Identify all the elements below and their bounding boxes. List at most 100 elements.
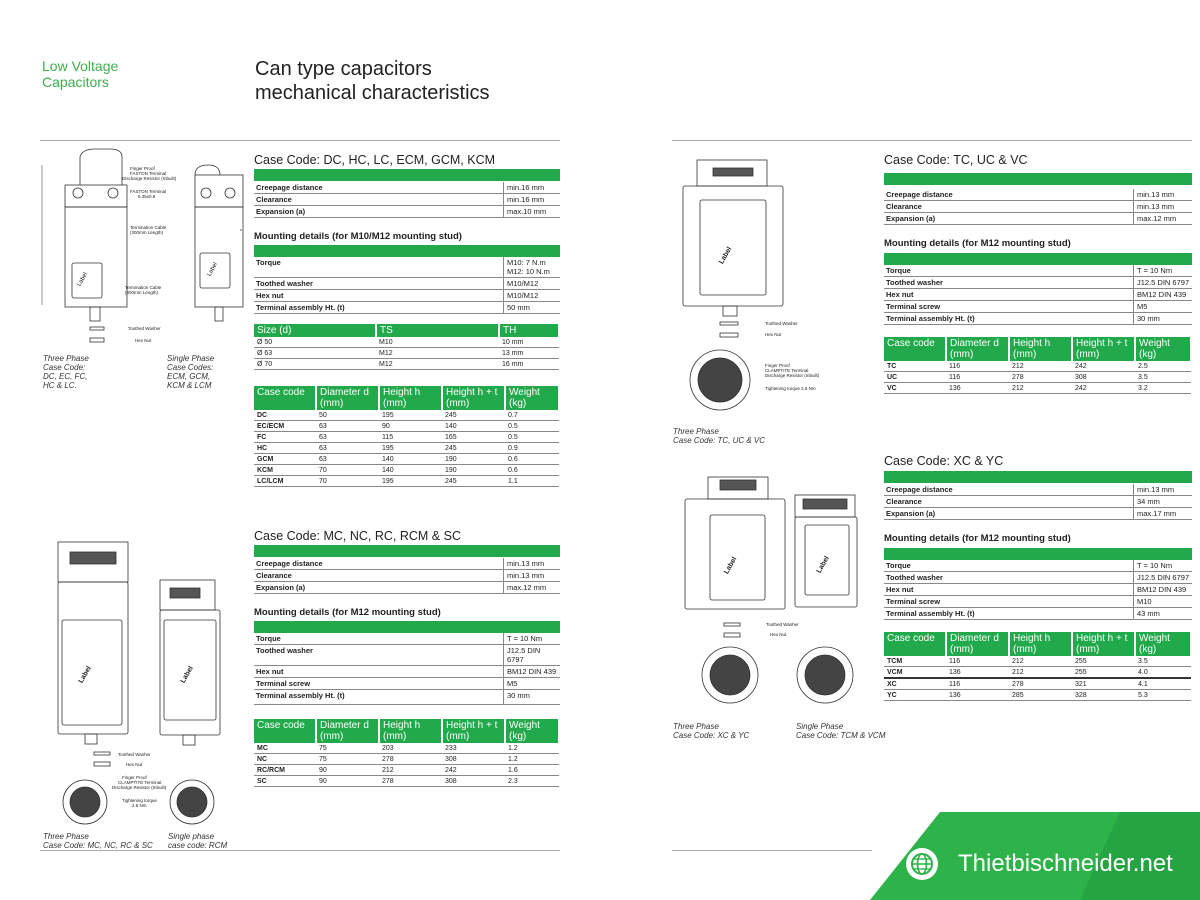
prop-value: max.10 mm — [503, 205, 560, 218]
prop-key: Clearance — [254, 193, 504, 206]
dc-mount-green-bar — [254, 245, 560, 257]
cell: M12 — [376, 347, 499, 359]
dc-mount-title: Mounting details (for M10/M12 mounting s… — [254, 231, 462, 242]
cell: 212 — [1009, 382, 1072, 394]
cell: 63 — [316, 453, 379, 465]
cell: 4.1 — [1135, 678, 1191, 690]
prop-value: min.13 mm — [1133, 484, 1192, 496]
prop-value: J12.5 DIN 6797 — [1133, 571, 1192, 584]
mc-label-nut: Hex Nut — [126, 762, 143, 767]
caption-line: KCM & LCM — [167, 381, 212, 390]
prop-value: BM12 DIN 439 — [503, 665, 560, 678]
xc-mount-green-bar — [884, 548, 1192, 560]
page-title: Can type capacitors mechanical character… — [255, 57, 490, 105]
prop-key: Hex nut — [884, 583, 1134, 596]
cell: 242 — [1072, 382, 1135, 394]
cell: KCM — [254, 464, 316, 476]
xc-caption-left: Three Phase Case Code: XC & YC — [673, 722, 749, 740]
cell: 195 — [379, 475, 442, 487]
cell: 90 — [316, 764, 379, 776]
prop-value: M5 — [1133, 300, 1192, 313]
col-header: Weight (kg) — [1135, 632, 1192, 656]
cell: 1.2 — [505, 753, 559, 765]
prop-value: M10/M12 — [503, 289, 560, 302]
cell: 242 — [442, 764, 505, 776]
cell: 1.2 — [505, 743, 559, 754]
cell: 165 — [442, 431, 505, 443]
cell: 233 — [442, 743, 505, 754]
tc-label-finger: Finger Proof — [765, 363, 791, 368]
xc-caption-right: Single Phase Case Code: TCM & VCM — [796, 722, 885, 740]
cell: 2.3 — [505, 775, 559, 787]
mc-label-clampt: CLAMPTITE Terminal — [118, 780, 161, 785]
cell: VCM — [884, 666, 946, 679]
cell: 116 — [946, 371, 1009, 383]
dc-label-cable2: Termination Cable — [125, 285, 162, 290]
cell: SC — [254, 775, 316, 787]
prop-value: max.12 mm — [503, 581, 560, 594]
prop-value: J12.5 DIN 6797 — [503, 644, 560, 666]
prop-value: J12.5 DIN 6797 — [1133, 276, 1192, 289]
prop-key: Creepage distance — [254, 182, 504, 194]
prop-value: M10/M12 — [503, 277, 560, 290]
caption-line: Three Phase — [673, 722, 719, 731]
mc-mount-green-bar — [254, 621, 560, 633]
cell: MC — [254, 743, 316, 754]
cell: UC — [884, 371, 946, 383]
cell: 0.6 — [505, 453, 559, 465]
tc-label-label: Label — [718, 246, 733, 265]
col-header: Size (d) — [254, 324, 377, 337]
cell: YC — [884, 689, 946, 701]
cell: VC — [884, 382, 946, 394]
cell: 90 — [379, 420, 442, 432]
prop-key: Expansion (a) — [254, 581, 504, 594]
xc-label-label-1: Label — [723, 556, 738, 575]
cell: 255 — [1072, 666, 1135, 679]
cell: 115 — [379, 431, 442, 443]
cell: 116 — [946, 678, 1009, 690]
mc-label-discharge: Discharge Resistor (Inbuilt) — [112, 785, 167, 790]
col-header: Height h + t (mm) — [442, 386, 506, 410]
caption-line: Case Code: — [43, 363, 86, 372]
prop-key: Creepage distance — [884, 484, 1134, 496]
table-row: Expansion (a)max.10 mm — [254, 205, 560, 218]
cell: 278 — [1009, 371, 1072, 383]
cell: 0.6 — [505, 464, 559, 476]
cell: 116 — [946, 361, 1009, 372]
cell: RC/RCM — [254, 764, 316, 776]
cell: 140 — [442, 420, 505, 432]
cell: 63 — [316, 420, 379, 432]
prop-value: min.13 mm — [503, 569, 560, 582]
mc-green-bar — [254, 545, 560, 557]
dc-label-label-1: Label — [77, 272, 90, 288]
mc-drawing: Toothed Washer Hex Nut Finger Proof CLAM… — [57, 541, 221, 825]
cell: 242 — [1072, 361, 1135, 372]
cell: 75 — [316, 743, 379, 754]
prop-key: Hex nut — [884, 288, 1134, 301]
xc-mount-title: Mounting details (for M12 mounting stud) — [884, 533, 1071, 544]
tc-label-nut: Hex Nut — [765, 332, 782, 337]
prop-value: M10 — [1133, 595, 1192, 608]
dc-label-cable2-len: (900mm Length) — [125, 290, 159, 295]
prop-key: Expansion (a) — [884, 212, 1134, 225]
cell: 245 — [442, 475, 505, 487]
footer-site-link[interactable]: Thietbischneider.net — [958, 850, 1173, 877]
cell: 4.0 — [1135, 666, 1191, 679]
mc-label-finger: Finger Proof — [122, 775, 148, 780]
cell: 16 mm — [499, 358, 559, 370]
